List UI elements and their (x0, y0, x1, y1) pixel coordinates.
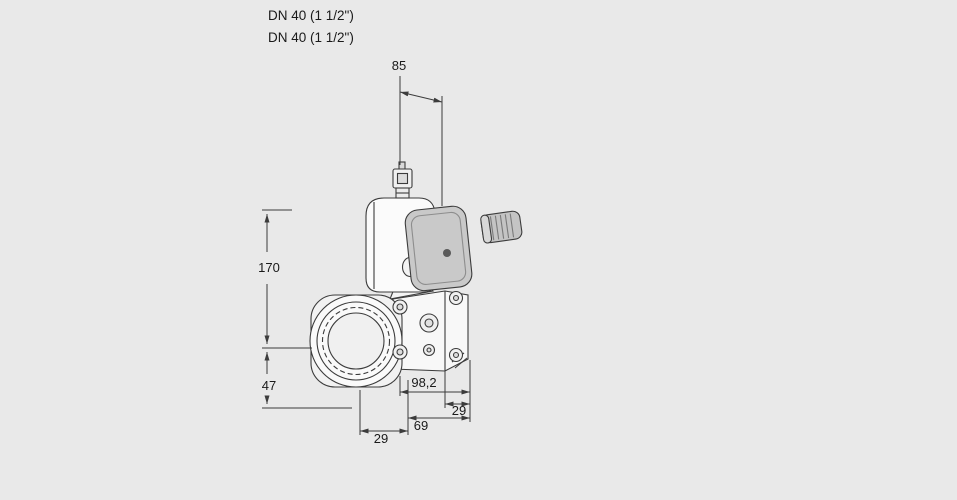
port-size-labels: DN 40 (1 1/2") DN 40 (1 1/2") (268, 8, 354, 45)
dn-label-2: DN 40 (1 1/2") (268, 30, 354, 45)
dim-29-left-label: 29 (374, 431, 388, 446)
dim-47-label: 47 (262, 378, 276, 393)
dim-29-right-label: 29 (452, 403, 466, 418)
dimension-69: 69 (407, 380, 470, 435)
dimension-98-2: 98,2 (399, 360, 471, 422)
dimension-29-right: 29 (444, 366, 470, 418)
dim-98-2-label: 98,2 (411, 375, 436, 390)
dn-label-1: DN 40 (1 1/2") (268, 8, 354, 23)
dimension-47: 47 (262, 352, 352, 409)
coil-housing (404, 205, 473, 292)
dim-69-label: 69 (414, 418, 428, 433)
dimension-170: 170 (258, 209, 312, 349)
body-screws (392, 290, 464, 363)
electrical-connector (480, 210, 523, 244)
valve-assembly (309, 161, 523, 388)
inlet-flange (309, 294, 403, 388)
dimension-29-left: 29 (359, 390, 408, 446)
top-plug (392, 161, 413, 199)
dimension-85: 85 (392, 58, 443, 206)
dim-170-label: 170 (258, 260, 280, 275)
dim-85-label: 85 (392, 58, 406, 73)
